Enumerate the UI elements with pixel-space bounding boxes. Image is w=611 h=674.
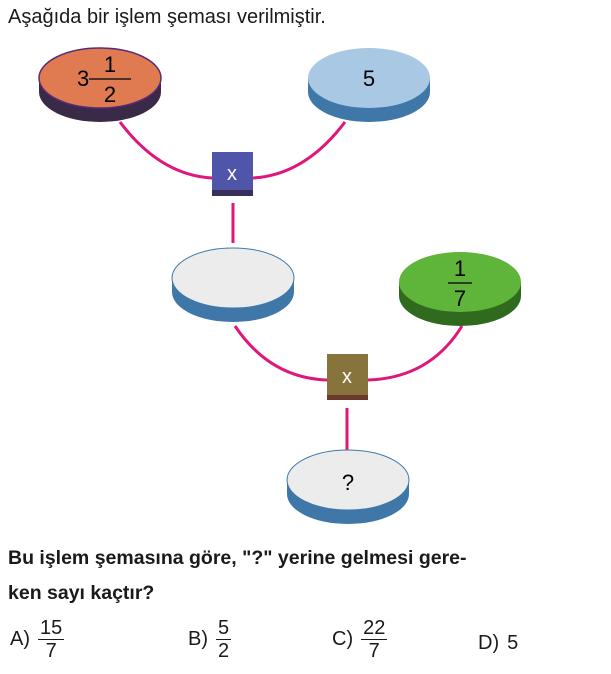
svg-text:5: 5 xyxy=(363,66,375,91)
instruction-text: Aşağıda bir işlem şeması verilmiştir. xyxy=(8,6,326,28)
option-value: 5 xyxy=(507,632,519,654)
multiply-box-2: x xyxy=(327,354,368,400)
svg-text:1: 1 xyxy=(104,52,116,77)
question-line-1: Bu işlem şemasına göre, "?" yerine gelme… xyxy=(8,547,467,569)
svg-text:7: 7 xyxy=(454,286,466,311)
svg-text:2: 2 xyxy=(104,82,116,107)
svg-text:?: ? xyxy=(342,470,354,495)
operation-diagram: 3 1 2 5 x 1 7 x ? xyxy=(38,47,521,524)
option-letter: A) xyxy=(10,628,30,650)
multiply-box-1: x xyxy=(212,152,253,196)
option-letter: B) xyxy=(188,628,208,650)
connector-2 xyxy=(252,121,347,180)
svg-text:x: x xyxy=(227,163,237,185)
disc-one-seventh: 1 7 xyxy=(399,252,521,326)
connector-5 xyxy=(367,325,464,382)
connector-1 xyxy=(118,121,213,180)
option-letter: D) xyxy=(478,632,500,654)
disc-mixed-fraction: 3 1 2 xyxy=(38,47,162,122)
connector-4 xyxy=(233,325,328,382)
disc-result-question: ? xyxy=(286,449,410,524)
option-d[interactable]: D) 5 xyxy=(478,632,518,655)
option-letter: C) xyxy=(332,628,354,650)
question-line-2: ken sayı kaçtır? xyxy=(8,582,155,604)
question-text: Bu işlem şemasına göre, "?" yerine gelme… xyxy=(8,541,467,611)
svg-text:x: x xyxy=(342,366,352,388)
svg-text:1: 1 xyxy=(454,256,466,281)
svg-text:3: 3 xyxy=(77,66,89,91)
disc-intermediate-empty xyxy=(171,247,295,322)
disc-five: 5 xyxy=(308,48,430,122)
